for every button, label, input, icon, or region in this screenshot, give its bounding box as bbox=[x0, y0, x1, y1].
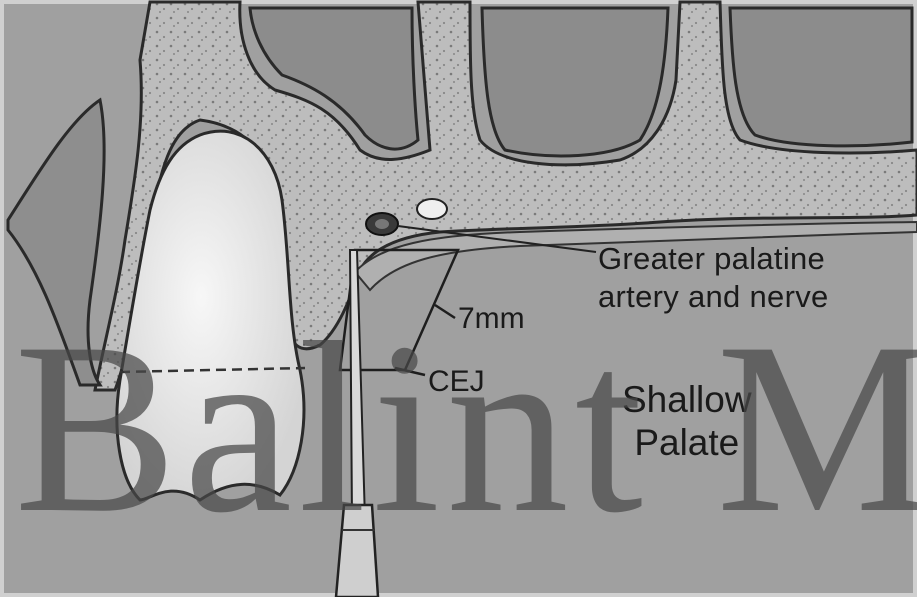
sinus-cavity-3 bbox=[730, 8, 912, 146]
greater-palatine-label-line1: Greater palatine bbox=[598, 240, 829, 278]
palatine-artery-lumen-icon bbox=[375, 219, 389, 229]
sinus-cavity-2 bbox=[482, 8, 668, 156]
watermark-text: Balint M bbox=[14, 305, 917, 550]
palatine-nerve-icon bbox=[417, 199, 447, 219]
